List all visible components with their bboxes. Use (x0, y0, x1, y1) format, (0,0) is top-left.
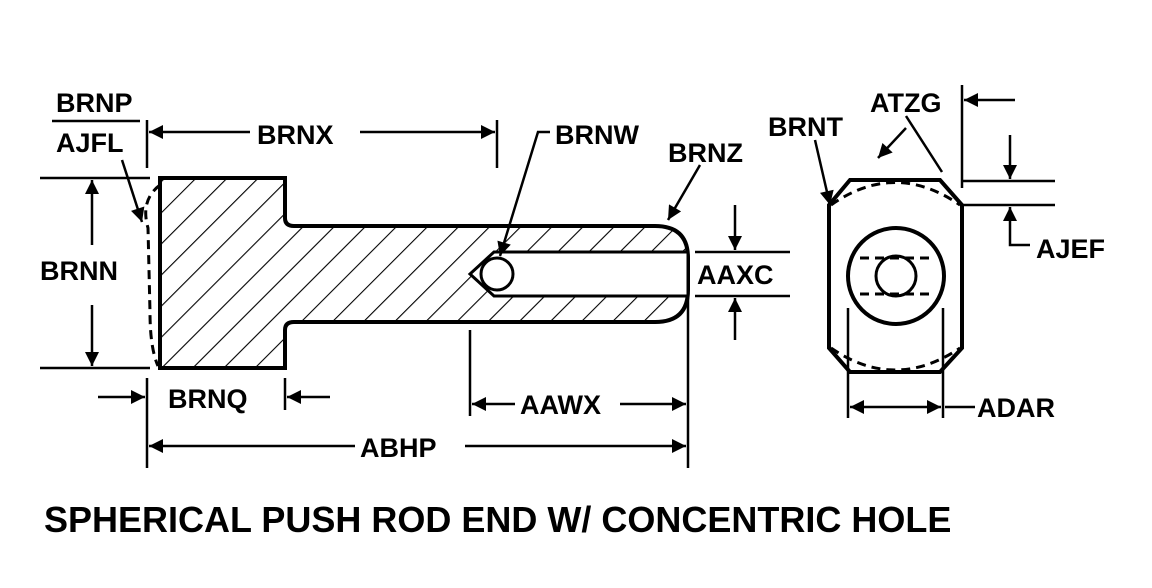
end-view-ball (874, 254, 918, 298)
label-brnz: BRNZ (668, 138, 743, 168)
label-brnw: BRNW (555, 120, 639, 150)
ball-circle (479, 256, 515, 292)
label-brnq: BRNQ (168, 384, 248, 414)
concentric-hole (467, 250, 690, 298)
label-adar: ADAR (977, 393, 1055, 423)
label-brnp: BRNP (56, 88, 133, 118)
label-atzg: ATZG (870, 88, 941, 118)
end-view-outline (827, 178, 964, 374)
end-view-bottom-arc (830, 346, 961, 372)
label-abhp: ABHP (360, 433, 437, 463)
label-brnx: BRNX (257, 120, 334, 150)
spherical-face-dashed (144, 183, 161, 367)
drawing-title: SPHERICAL PUSH ROD END W/ CONCENTRIC HOL… (44, 499, 951, 540)
label-brnt: BRNT (768, 112, 843, 142)
end-view (813, 85, 1055, 418)
label-ajfl: AJFL (56, 128, 124, 158)
end-view-top-arc (830, 181, 961, 207)
extension-lines (40, 120, 790, 468)
labels: BRNP AJFL BRNX BRNW BRNZ BRNT ATZG AJEF … (40, 88, 1105, 540)
label-ajef: AJEF (1036, 234, 1105, 264)
label-aawx: AAWX (520, 390, 601, 420)
label-aaxc: AAXC (697, 260, 774, 290)
side-view (144, 176, 690, 370)
end-view-outer-circle (846, 226, 946, 326)
label-brnn: BRNN (40, 256, 118, 286)
dimension-arrows (85, 125, 742, 453)
